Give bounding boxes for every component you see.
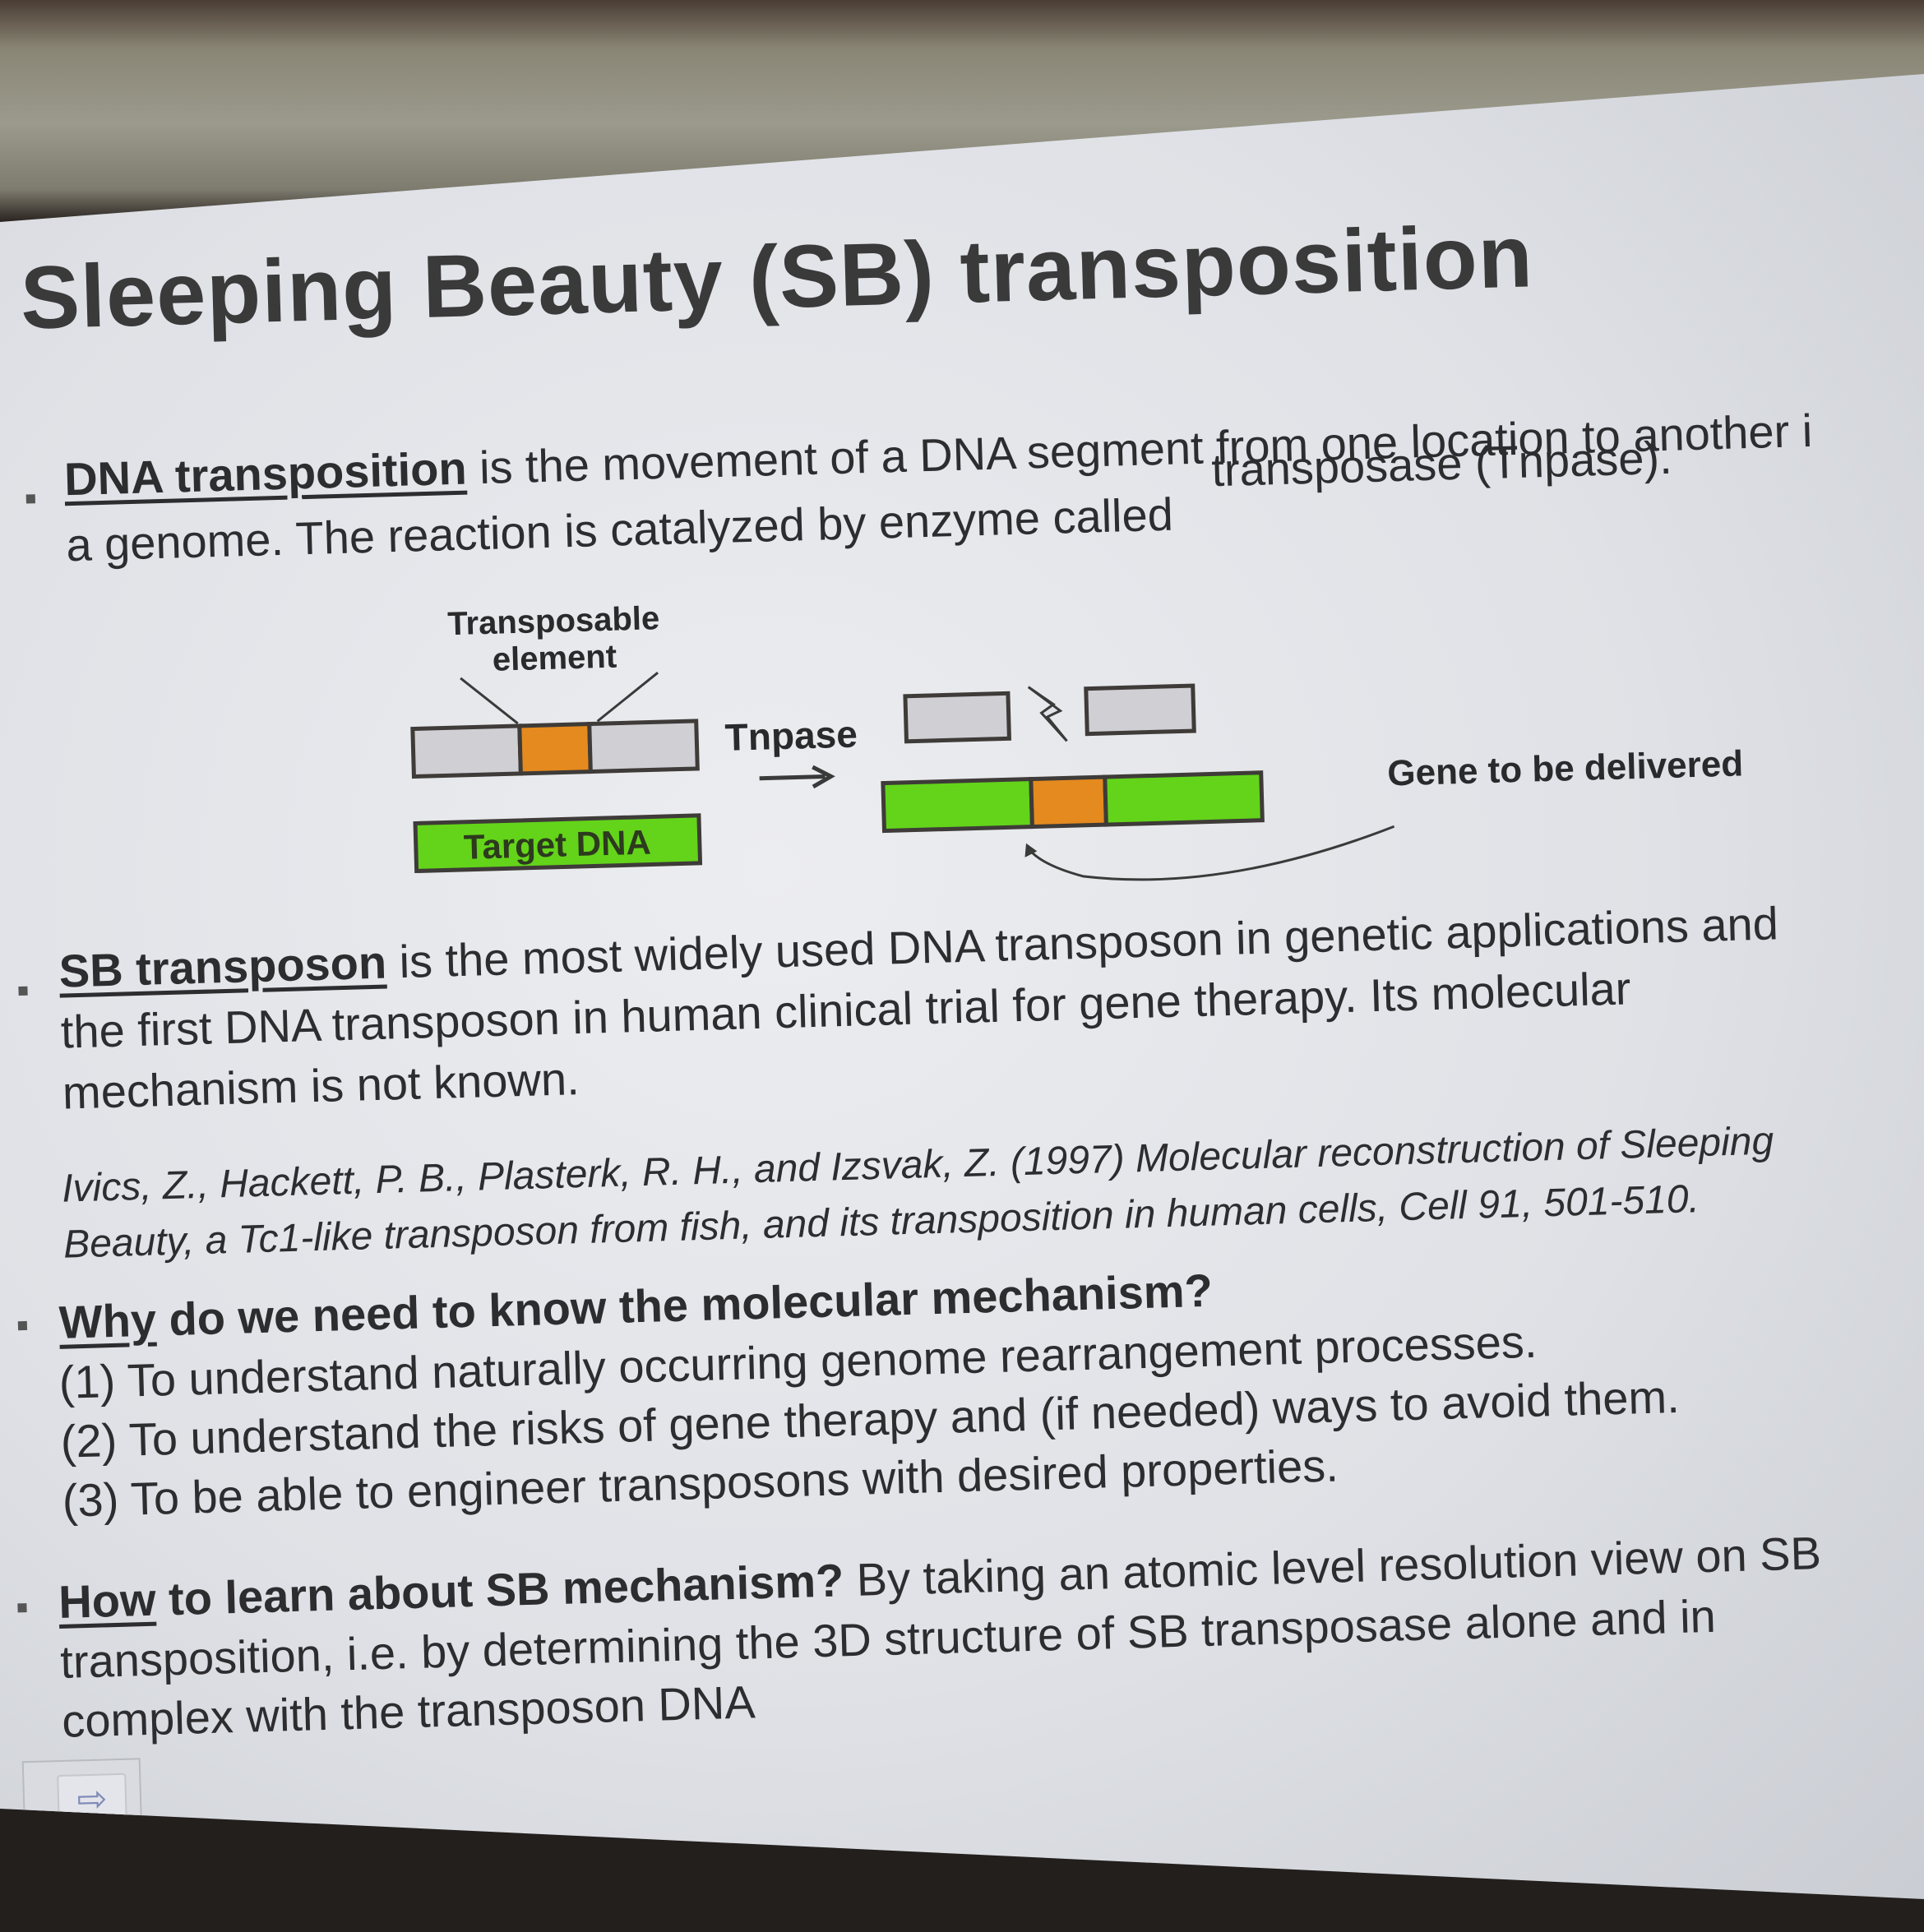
reaction-arrow-head: [812, 765, 835, 789]
term-how: How: [58, 1573, 157, 1628]
bullet-marker: [17, 1320, 28, 1331]
tnpase-label: Tnpase: [724, 712, 858, 758]
bullet-2-text-3: mechanism is not known.: [62, 1052, 580, 1119]
transposition-diagram: Transposable element Target DNA Tnpase: [410, 600, 1744, 881]
bullet-2-line-3: mechanism is not known.: [62, 1052, 580, 1120]
term-sb-transposon: SB transposon: [58, 936, 387, 997]
gene-pointer-curve: [1028, 825, 1395, 881]
target-dna-label: Target DNA: [463, 823, 651, 867]
term-why: Why: [58, 1293, 157, 1348]
transposable-label-1: Transposable: [447, 600, 660, 642]
transposable-element-segment: [517, 721, 593, 776]
pointer-line-right: [596, 672, 659, 723]
slide-title: Sleeping Beauty (SB) transposition: [19, 206, 1535, 348]
excised-donor-right: [1084, 683, 1196, 737]
inserted-element: [1029, 774, 1108, 830]
product-target-right: [1103, 770, 1265, 827]
donor-dna-right: [587, 719, 700, 774]
pointer-line-left: [460, 677, 519, 725]
product-target-left: [881, 777, 1035, 834]
break-icon: [1027, 686, 1068, 742]
term-dna-transposition: DNA transposition: [63, 441, 468, 506]
bullet-marker: [17, 1603, 27, 1613]
transposable-label-2: element: [492, 639, 617, 678]
gene-to-be-delivered-label: Gene to be delivered: [1387, 743, 1744, 793]
donor-dna-left: [410, 723, 523, 779]
target-dna-bar: [413, 813, 703, 874]
bullet-4-line-3: complex with the transposon DNA: [61, 1675, 756, 1747]
bullet-marker: [18, 986, 28, 996]
excised-donor-left: [903, 691, 1012, 744]
bullet-4-question: to learn about SB mechanism?: [155, 1554, 845, 1625]
bullet-1-text-1b: transposase (Tnpase).: [1210, 431, 1673, 497]
gene-pointer-head: [1024, 843, 1038, 857]
bullet-marker: [25, 494, 35, 504]
reaction-arrow-line: [759, 774, 826, 781]
